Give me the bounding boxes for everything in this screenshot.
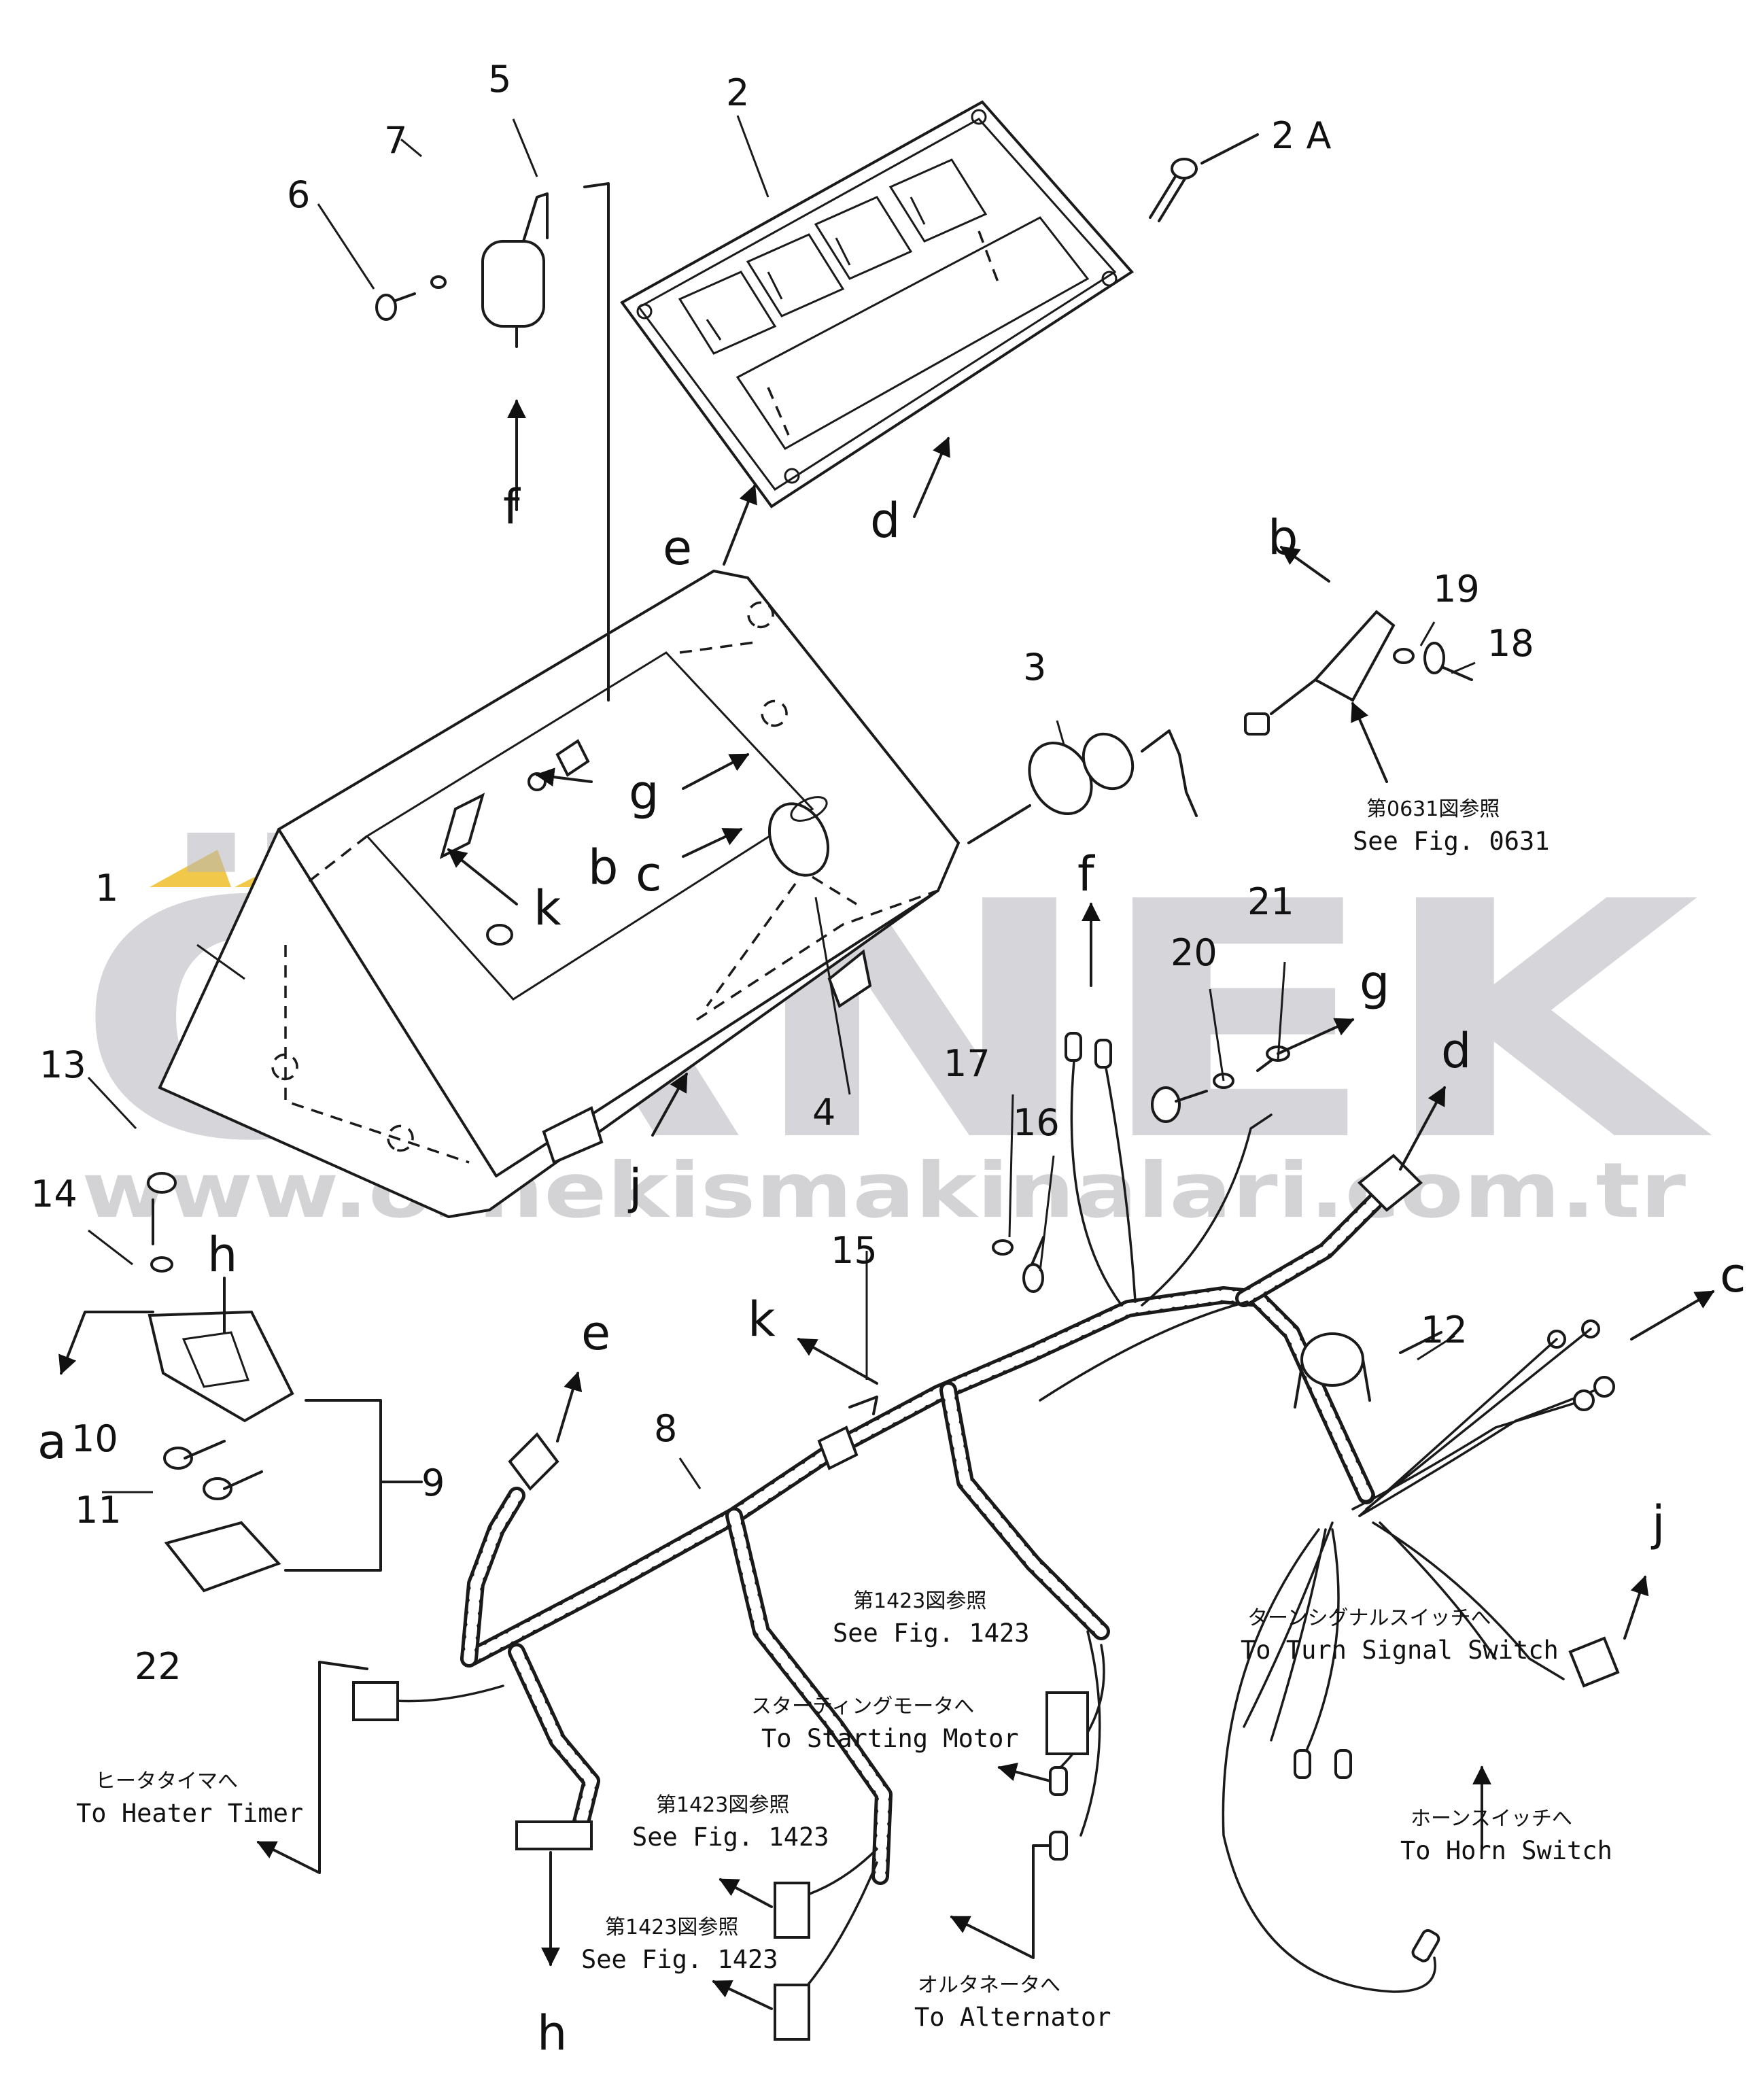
knob-4	[706, 796, 857, 1007]
label-part-1: 1	[95, 867, 118, 910]
flasher-5	[375, 182, 610, 702]
label-part-20: 20	[1171, 931, 1217, 974]
label-part-6: 6	[287, 173, 310, 216]
fuse-holder-9	[147, 1172, 423, 1593]
note-horn-switch-en: To Horn Switch	[1400, 1836, 1612, 1865]
letter-f-top: f	[503, 479, 521, 535]
letter-k-housing: k	[534, 880, 561, 936]
label-part-17: 17	[944, 1042, 990, 1085]
label-part-21: 21	[1247, 880, 1294, 923]
note-starting-motor-ja: スターティングモータへ	[751, 1695, 974, 1718]
gauge-panel	[620, 100, 1135, 508]
label-part-8: 8	[654, 1407, 677, 1450]
label-part-11: 11	[75, 1489, 122, 1532]
note-starting-motor-en: To Starting Motor	[761, 1724, 1019, 1753]
note-alternator-ja: オルタネータへ	[918, 1973, 1060, 1997]
note-fig0631-ja: 第0631図参照	[1366, 797, 1500, 821]
note-fig1423-a-ja: 第1423図参照	[853, 1589, 986, 1613]
letter-g-harness: g	[1360, 955, 1389, 1011]
label-part-22: 22	[135, 1645, 181, 1688]
label-part-18: 18	[1487, 622, 1534, 665]
connection-letter-labels: f e d b g b c k j f g d h e k c a j h	[37, 479, 1746, 2061]
note-fig1423-c-en: See Fig. 1423	[581, 1945, 778, 1974]
letter-c-harness: c	[1720, 1247, 1746, 1303]
letter-c-housing: c	[636, 846, 662, 902]
letter-f-harness: f	[1077, 846, 1095, 902]
letter-h-bottom: h	[537, 2005, 567, 2061]
switch-18-19	[1244, 610, 1473, 736]
label-part-3: 3	[1023, 646, 1046, 689]
letter-a: a	[37, 1414, 67, 1470]
note-fig1423-b-en: See Fig. 1423	[632, 1822, 829, 1852]
label-part-2: 2	[726, 71, 749, 114]
key-switch-3	[967, 729, 1198, 844]
note-fig1423-c-ja: 第1423図参照	[605, 1916, 738, 1939]
screw-2a	[1149, 133, 1259, 222]
label-part-5: 5	[488, 58, 511, 101]
label-part-4: 4	[812, 1091, 835, 1134]
label-part-10: 10	[71, 1417, 118, 1460]
harness-8	[460, 1188, 1389, 1885]
note-turn-signal-en: To Turn Signal Switch	[1241, 1636, 1559, 1665]
note-fig1423-b-ja: 第1423図参照	[656, 1793, 789, 1817]
label-part-19: 19	[1433, 568, 1480, 610]
note-fig1423-a-en: See Fig. 1423	[833, 1619, 1030, 1648]
letter-h-bracket: h	[207, 1227, 237, 1283]
note-horn-switch-ja: ホーンスイッチへ	[1411, 1807, 1572, 1831]
letter-e-top: e	[663, 520, 692, 576]
label-part-7: 7	[384, 119, 407, 162]
letter-b-housing: b	[588, 840, 618, 895]
letter-k-harness: k	[748, 1292, 776, 1347]
leader-lines	[58, 115, 1715, 2010]
part-number-labels: 5 2 2 A 7 6 3 19 18 1 4 21 20 17 16 13 1…	[31, 58, 1534, 1688]
note-heater-timer-ja: ヒータタイマへ	[95, 1769, 238, 1793]
letter-g-housing: g	[629, 765, 659, 820]
note-heater-timer-en: To Heater Timer	[76, 1799, 303, 1828]
letter-e-harness: e	[581, 1305, 610, 1361]
label-part-15: 15	[831, 1229, 878, 1272]
label-part-9: 9	[421, 1462, 445, 1504]
label-part-2a: 2 A	[1271, 114, 1332, 157]
letter-j-harness: j	[1650, 1496, 1665, 1551]
housing	[158, 569, 961, 1219]
letter-j-housing: j	[627, 1159, 642, 1215]
watermark-accent-left	[150, 850, 231, 887]
letter-d-harness: d	[1441, 1023, 1471, 1079]
note-alternator-en: To Alternator	[914, 2003, 1111, 2032]
note-fig0631-en: See Fig. 0631	[1353, 827, 1550, 856]
relay-12	[1294, 1331, 1442, 1409]
letter-b-right: b	[1268, 510, 1298, 566]
harness-wires	[352, 1032, 1620, 2041]
label-part-13: 13	[39, 1043, 86, 1086]
label-part-14: 14	[31, 1173, 77, 1215]
label-part-12: 12	[1421, 1309, 1468, 1351]
note-turn-signal-ja: ターンシグナルスイッチへ	[1247, 1606, 1491, 1630]
letter-d-top: d	[870, 493, 900, 549]
reference-notes: 第0631図参照 See Fig. 0631 第1423図参照 See Fig.…	[76, 797, 1612, 2032]
label-part-16: 16	[1013, 1101, 1060, 1144]
